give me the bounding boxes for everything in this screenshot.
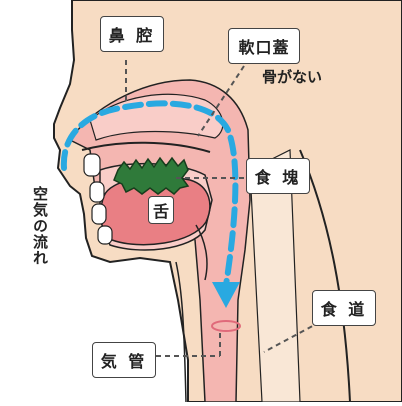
label-airflow: 空気の流れ [31, 186, 49, 266]
label-no-bone: 骨がない [262, 68, 323, 86]
nasal-pharynx-region [68, 79, 251, 403]
palate-ridge [81, 141, 211, 153]
airflow-arrowhead [212, 282, 240, 308]
label-food-bolus: 食 塊 [246, 158, 310, 194]
label-soft-palate: 軟口蓋 [228, 28, 300, 64]
label-trachea: 気 管 [92, 342, 156, 378]
airflow-arrow-line [60, 100, 239, 288]
label-esophagus: 食 道 [312, 290, 376, 326]
leader-soft-palate [197, 65, 245, 137]
neck-back-line [299, 149, 351, 403]
larynx-line [175, 261, 187, 403]
leader-esophagus [263, 321, 321, 353]
food-bolus-shape [113, 156, 190, 195]
label-tongue: 舌 [148, 196, 174, 224]
teeth [83, 153, 113, 245]
trachea-ring [211, 320, 241, 332]
label-nasal-cavity: 鼻 腔 [100, 16, 164, 52]
epiglottis [195, 224, 208, 281]
